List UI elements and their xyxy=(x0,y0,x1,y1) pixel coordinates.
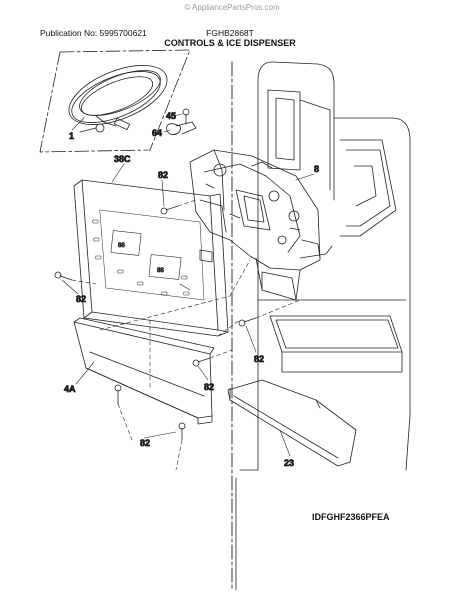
callout-8: 8 xyxy=(314,164,319,174)
publication-number: Publication No: 5995700621 xyxy=(40,28,147,38)
left-display-readout: 88 xyxy=(118,243,125,249)
callout-leaders xyxy=(61,113,315,457)
water-tube-coil xyxy=(39,49,191,153)
screw-parts xyxy=(54,205,257,441)
callout-45: 45 xyxy=(166,111,176,121)
door-outline xyxy=(231,61,411,591)
callout-38c: 38C xyxy=(114,154,131,164)
right-display-readout: 88 xyxy=(157,268,164,274)
screw-part-45 xyxy=(182,108,190,125)
callout-82-left: 82 xyxy=(76,294,86,304)
callout-82-middle: 82 xyxy=(204,382,214,392)
dispenser-housing xyxy=(189,149,333,301)
clamp-part xyxy=(166,121,197,135)
section-title: CONTROLS & ICE DISPENSER xyxy=(164,38,296,48)
callout-82-top: 82 xyxy=(158,170,168,180)
control-panel xyxy=(73,179,229,337)
callout-64: 64 xyxy=(152,128,162,138)
watermark: © AppliancePartsPros.com xyxy=(184,3,280,12)
callout-82-right: 82 xyxy=(254,354,264,364)
callout-4a: 4A xyxy=(64,384,76,394)
callout-23: 23 xyxy=(284,458,294,468)
assembly-guide-lines xyxy=(71,199,301,471)
model-number: FGHB2868T xyxy=(206,28,254,38)
callout-82-bottom: 82 xyxy=(140,438,150,448)
drawing-id: IDFGHF2366PFEA xyxy=(312,512,390,522)
drip-tray xyxy=(227,379,357,467)
callout-1: 1 xyxy=(69,131,74,141)
trim-strip xyxy=(73,317,215,425)
